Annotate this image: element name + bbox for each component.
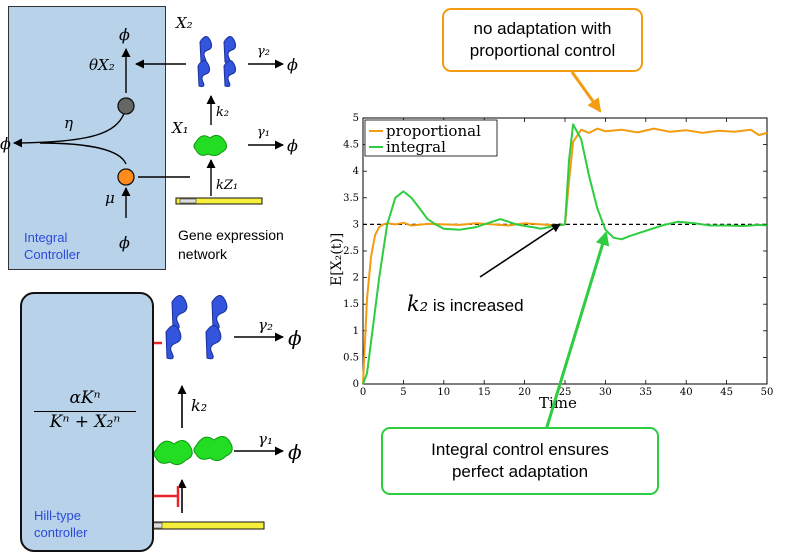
hill-controller-panel: [20, 292, 154, 552]
hill-gamma1-symbol: γ₁: [258, 430, 273, 448]
x-tick-label: 25: [559, 387, 572, 398]
no-adaptation-callout: no adaptation with proportional control: [442, 8, 643, 72]
hill-gene-bar: [137, 521, 265, 530]
controller-species-z1: [117, 168, 135, 186]
k2-symbol: k₂: [216, 105, 229, 120]
x-tick-label: 5: [400, 387, 406, 398]
k2-increased-label: k₂ is increased: [407, 292, 524, 316]
proportional-callout-arrow: [570, 71, 602, 113]
hill-formula-numerator: αKⁿ: [69, 388, 101, 408]
y-tick-label: 4.5: [343, 140, 359, 151]
chart: 0 5 10 15 20 25 30 35 40 45 50 0 0.5 1 1.5 2 2.5 3 3.5 4 4.5…: [329, 113, 773, 412]
y-tick-label: 4: [353, 166, 359, 177]
y-tick-label: 1.5: [343, 299, 359, 310]
gamma1-symbol: γ₁: [257, 125, 270, 140]
legend-box: [364, 119, 498, 157]
y-tick-label: 3: [353, 219, 359, 230]
x-tick-label: 0: [360, 387, 366, 398]
hill-network-lines: [177, 332, 284, 513]
eta-symbol: η: [64, 114, 73, 132]
hill-formula-denominator: Kⁿ + X₂ⁿ: [49, 412, 121, 432]
gene-bar-top: [175, 197, 263, 205]
legend-label-integral: integral: [386, 138, 446, 156]
hill-controller-label: Hill-type controller: [34, 508, 88, 540]
kz1-symbol: kZ₁: [216, 178, 238, 193]
y-axis-label: E[X₂(t)]: [329, 233, 345, 286]
annihilation-arrow: [13, 106, 127, 148]
integral-callout-arrow: [544, 231, 610, 431]
legend-label-proportional: proportional: [386, 122, 481, 140]
y-tick-label: 5: [353, 113, 359, 124]
x-axis-label: Time: [539, 394, 577, 412]
phi-x1-symbol: ϕ: [287, 136, 298, 155]
x-tick-label: 45: [720, 387, 733, 398]
k2-increased-text: is increased: [428, 296, 524, 315]
theta-x2-symbol: θX₂: [89, 56, 115, 74]
annihilation-join: [39, 142, 127, 165]
k2-increased-symbol: k₂: [407, 292, 429, 316]
x2-protein-icon: [197, 36, 237, 87]
y-tick-label: 3.5: [343, 193, 359, 204]
k2-increased-arrow: [479, 223, 561, 278]
y-tick-label: 1: [353, 326, 359, 337]
y-tick-label: 0: [353, 379, 359, 390]
hill-gamma2-symbol: γ₂: [258, 316, 273, 334]
mu-symbol: μ: [105, 189, 115, 207]
hill-formula: αKⁿ Kⁿ + X₂ⁿ: [30, 388, 140, 432]
integral-network-lines: [13, 48, 284, 218]
series-line-integral: [362, 123, 768, 385]
x1-protein-icon: [193, 134, 228, 157]
integral-adaptation-callout: Integral control ensures perfect adaptat…: [381, 427, 659, 495]
x-tick-label: 20: [518, 387, 531, 398]
hill-phi-bottom-symbol: ϕ: [288, 440, 302, 464]
plot-area: [362, 117, 768, 385]
hill-phi-top-symbol: ϕ: [288, 326, 302, 350]
gamma2-symbol: γ₂: [257, 44, 270, 59]
phi-top-symbol: ϕ: [119, 25, 130, 44]
x-tick-label: 10: [437, 387, 450, 398]
x-tick-label: 50: [761, 387, 774, 398]
gene-network-caption: Gene expression network: [178, 227, 284, 262]
x-tick-label: 15: [478, 387, 491, 398]
y-tick-label: 0.5: [343, 352, 359, 363]
phi-x2-symbol: ϕ: [287, 55, 298, 74]
integral-controller-label: Integral Controller: [24, 230, 81, 262]
y-tick-label: 2: [353, 273, 359, 284]
x-tick-label: 40: [680, 387, 693, 398]
y-tick-label: 2.5: [343, 246, 359, 257]
x2-symbol: X₂: [175, 14, 193, 32]
hill-x2-protein-icon: [165, 295, 228, 360]
x-tick-label: 35: [639, 387, 652, 398]
fraction-bar: [34, 411, 136, 412]
x-tick-label: 30: [599, 387, 612, 398]
hill-k2-symbol: k₂: [191, 396, 207, 415]
controller-species-z2: [117, 97, 135, 115]
hill-x1-protein-icon: [153, 436, 233, 466]
phi-left-symbol: ϕ: [0, 134, 11, 153]
phi-bottom-symbol: ϕ: [119, 233, 130, 252]
x1-symbol: X₁: [171, 119, 189, 137]
